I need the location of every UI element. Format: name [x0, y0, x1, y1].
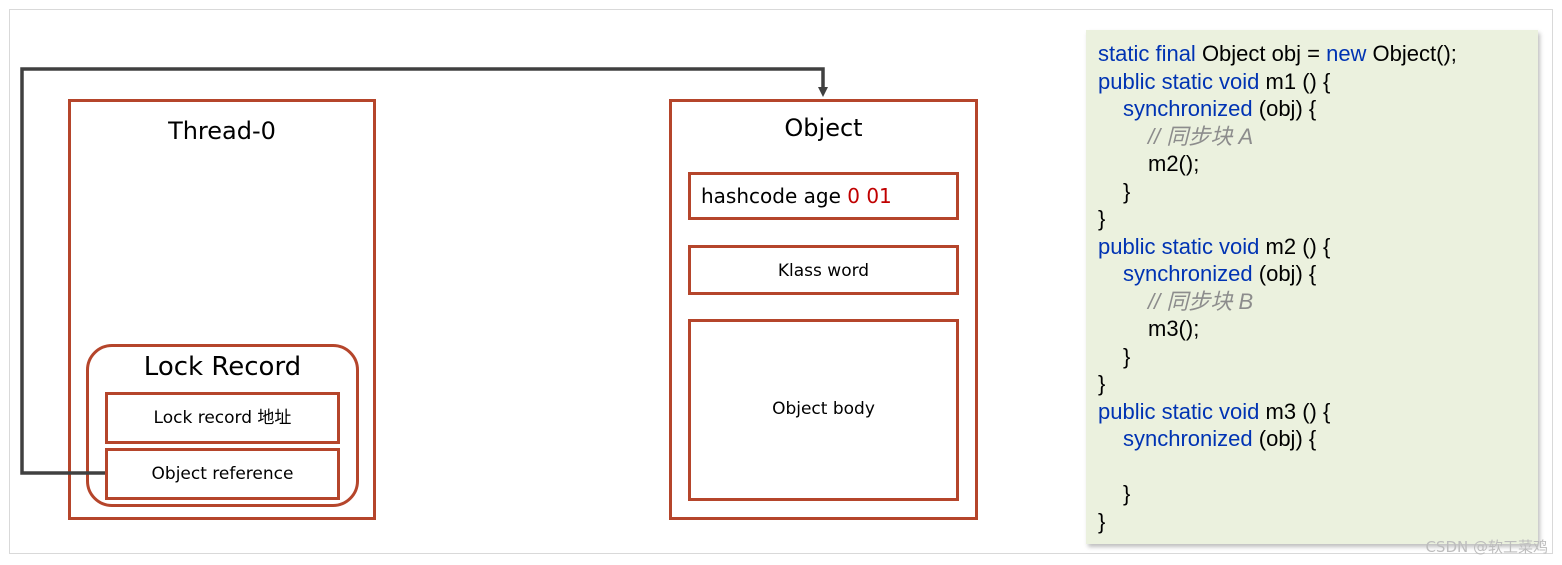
- code-line: public static void m1 () {: [1098, 68, 1331, 94]
- code-line: static final Object obj = new Object();: [1098, 41, 1457, 66]
- object-body-label: Object body: [772, 399, 875, 419]
- lock-record-address-label: Lock record 地址: [153, 408, 292, 428]
- code-line: m2();: [1148, 151, 1200, 176]
- code-blank-line: [1098, 453, 1538, 481]
- object-reference-label: Object reference: [151, 464, 294, 484]
- code-line: }: [1098, 508, 1106, 534]
- lock-record-address-cell: Lock record 地址: [105, 392, 340, 444]
- thread-title: Thread-0: [168, 117, 276, 145]
- mark-word-lock-bits: 0 01: [847, 184, 892, 208]
- object-body-cell: Object body: [688, 319, 959, 501]
- object-title: Object: [784, 114, 863, 142]
- mark-word-label: hashcode age: [701, 184, 848, 208]
- code-comment: // 同步块 A: [1148, 123, 1254, 149]
- code-line: public static void m3 () {: [1098, 398, 1331, 424]
- lock-record-title: Lock Record: [143, 352, 302, 382]
- code-comment: // 同步块 B: [1148, 288, 1254, 314]
- lock-record-container: [86, 344, 359, 507]
- code-line: }: [1123, 178, 1131, 204]
- object-reference-cell: Object reference: [105, 448, 340, 500]
- code-line: }: [1098, 206, 1106, 231]
- code-line: }: [1123, 481, 1131, 506]
- mark-word-cell: hashcode age 0 01: [688, 172, 959, 220]
- mark-word-text: hashcode age 0 01: [701, 175, 892, 217]
- klass-word-cell: Klass word: [688, 245, 959, 295]
- code-line: synchronized (obj) {: [1123, 96, 1317, 121]
- code-line: }: [1123, 343, 1131, 369]
- code-panel: static final Object obj = new Object(); …: [1086, 30, 1538, 544]
- reference-arrow-line: [20, 67, 828, 475]
- code-line: synchronized (obj) {: [1123, 261, 1317, 286]
- code-line: synchronized (obj) {: [1123, 426, 1317, 451]
- code-line: m3();: [1148, 316, 1200, 341]
- klass-word-label: Klass word: [777, 261, 870, 281]
- watermark: CSDN @软工菜鸡: [1425, 538, 1548, 556]
- code-line: }: [1098, 371, 1106, 396]
- code-line: public static void m2 () {: [1098, 233, 1331, 259]
